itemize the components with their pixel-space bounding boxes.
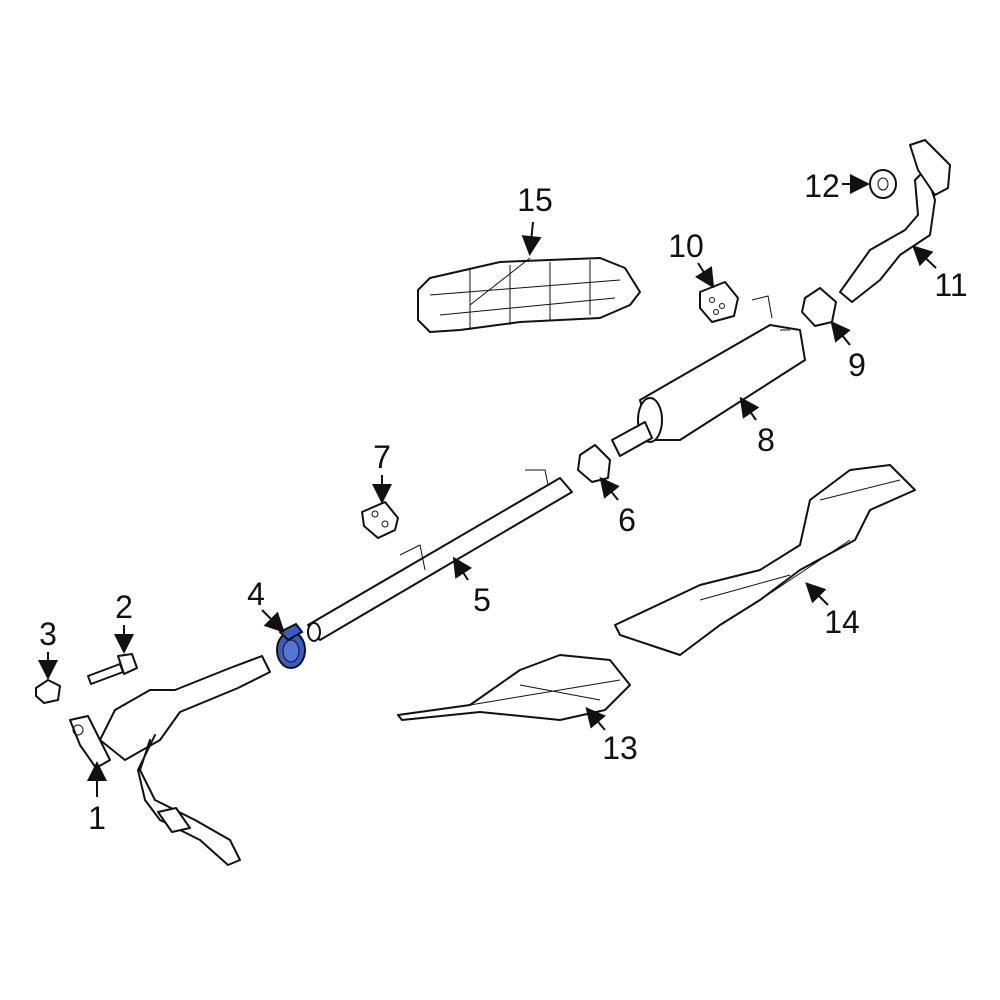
- callout-12: 12: [804, 168, 840, 204]
- callout-3: 3: [39, 616, 57, 652]
- part-9-clamp[interactable]: [801, 287, 837, 327]
- callout-13: 13: [602, 730, 638, 766]
- callout-5: 5: [473, 582, 491, 618]
- callout-10: 10: [668, 228, 704, 264]
- callout-8: 8: [757, 422, 775, 458]
- part-7-hanger[interactable]: [361, 501, 399, 539]
- leader-arrows: [38, 174, 937, 797]
- part-14-heat-shield[interactable]: [614, 464, 916, 656]
- callout-15: 15: [517, 182, 553, 218]
- part-6-clamp[interactable]: [577, 444, 611, 483]
- callout-4: 4: [247, 576, 265, 612]
- part-4-clamp-highlighted[interactable]: [276, 622, 306, 669]
- callout-6: 6: [618, 502, 636, 538]
- callout-9: 9: [848, 347, 866, 383]
- callout-14: 14: [824, 604, 860, 640]
- callout-11: 11: [934, 267, 968, 303]
- part-8-muffler[interactable]: [611, 295, 806, 457]
- part-12-insulator[interactable]: [869, 169, 897, 199]
- callout-1: 1: [88, 800, 106, 836]
- part-2-bolt[interactable]: [87, 653, 138, 685]
- part-13-heat-shield[interactable]: [397, 654, 631, 721]
- part-10-hanger[interactable]: [699, 281, 739, 323]
- part-1-catalytic-converter[interactable]: [69, 655, 271, 866]
- part-3-nut[interactable]: [35, 679, 61, 704]
- callout-2: 2: [115, 589, 133, 625]
- part-15-heat-shield[interactable]: [417, 257, 641, 333]
- callout-7: 7: [373, 439, 391, 475]
- part-11-tailpipe[interactable]: [839, 139, 951, 303]
- part-5-intermediate-pipe[interactable]: [307, 469, 573, 642]
